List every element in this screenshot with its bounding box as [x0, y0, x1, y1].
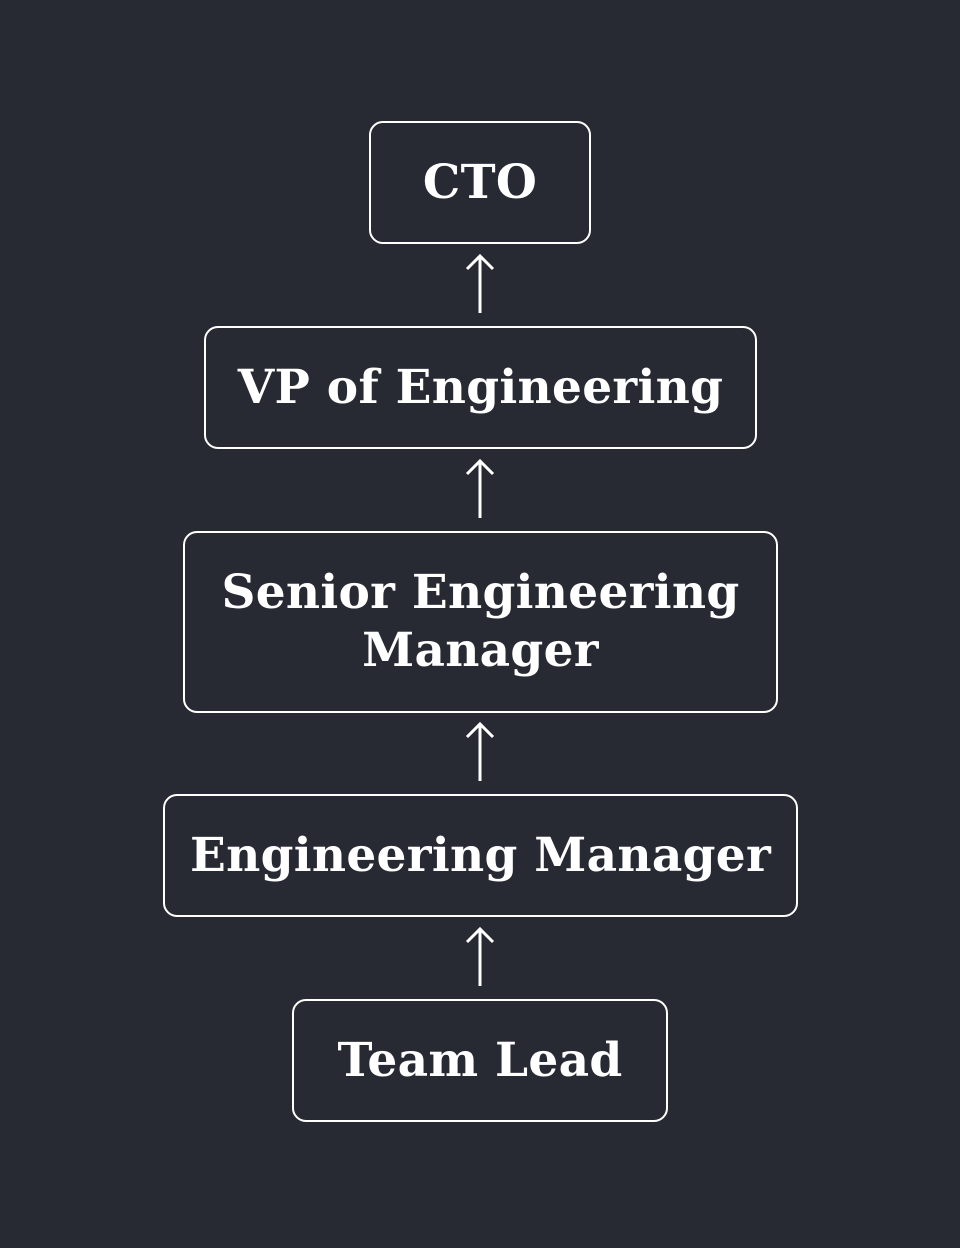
- node-engineering-manager: Engineering Manager: [163, 794, 798, 917]
- arrow-up-icon: [465, 926, 495, 986]
- arrow-up-icon: [465, 253, 495, 313]
- arrow-up-icon: [465, 721, 495, 781]
- node-senior-engineering-manager: Senior Engineering Manager: [183, 531, 778, 713]
- node-label-cto: CTO: [422, 154, 538, 210]
- node-label-vp-of-engineering: VP of Engineering: [237, 359, 724, 415]
- node-label-senior-engineering-manager: Senior Engineering Manager: [221, 565, 740, 678]
- node-team-lead: Team Lead: [292, 999, 668, 1122]
- node-label-team-lead: Team Lead: [337, 1032, 623, 1088]
- node-label-engineering-manager: Engineering Manager: [189, 827, 772, 883]
- node-cto: CTO: [369, 121, 591, 244]
- node-vp-of-engineering: VP of Engineering: [204, 326, 757, 449]
- arrow-up-icon: [465, 458, 495, 518]
